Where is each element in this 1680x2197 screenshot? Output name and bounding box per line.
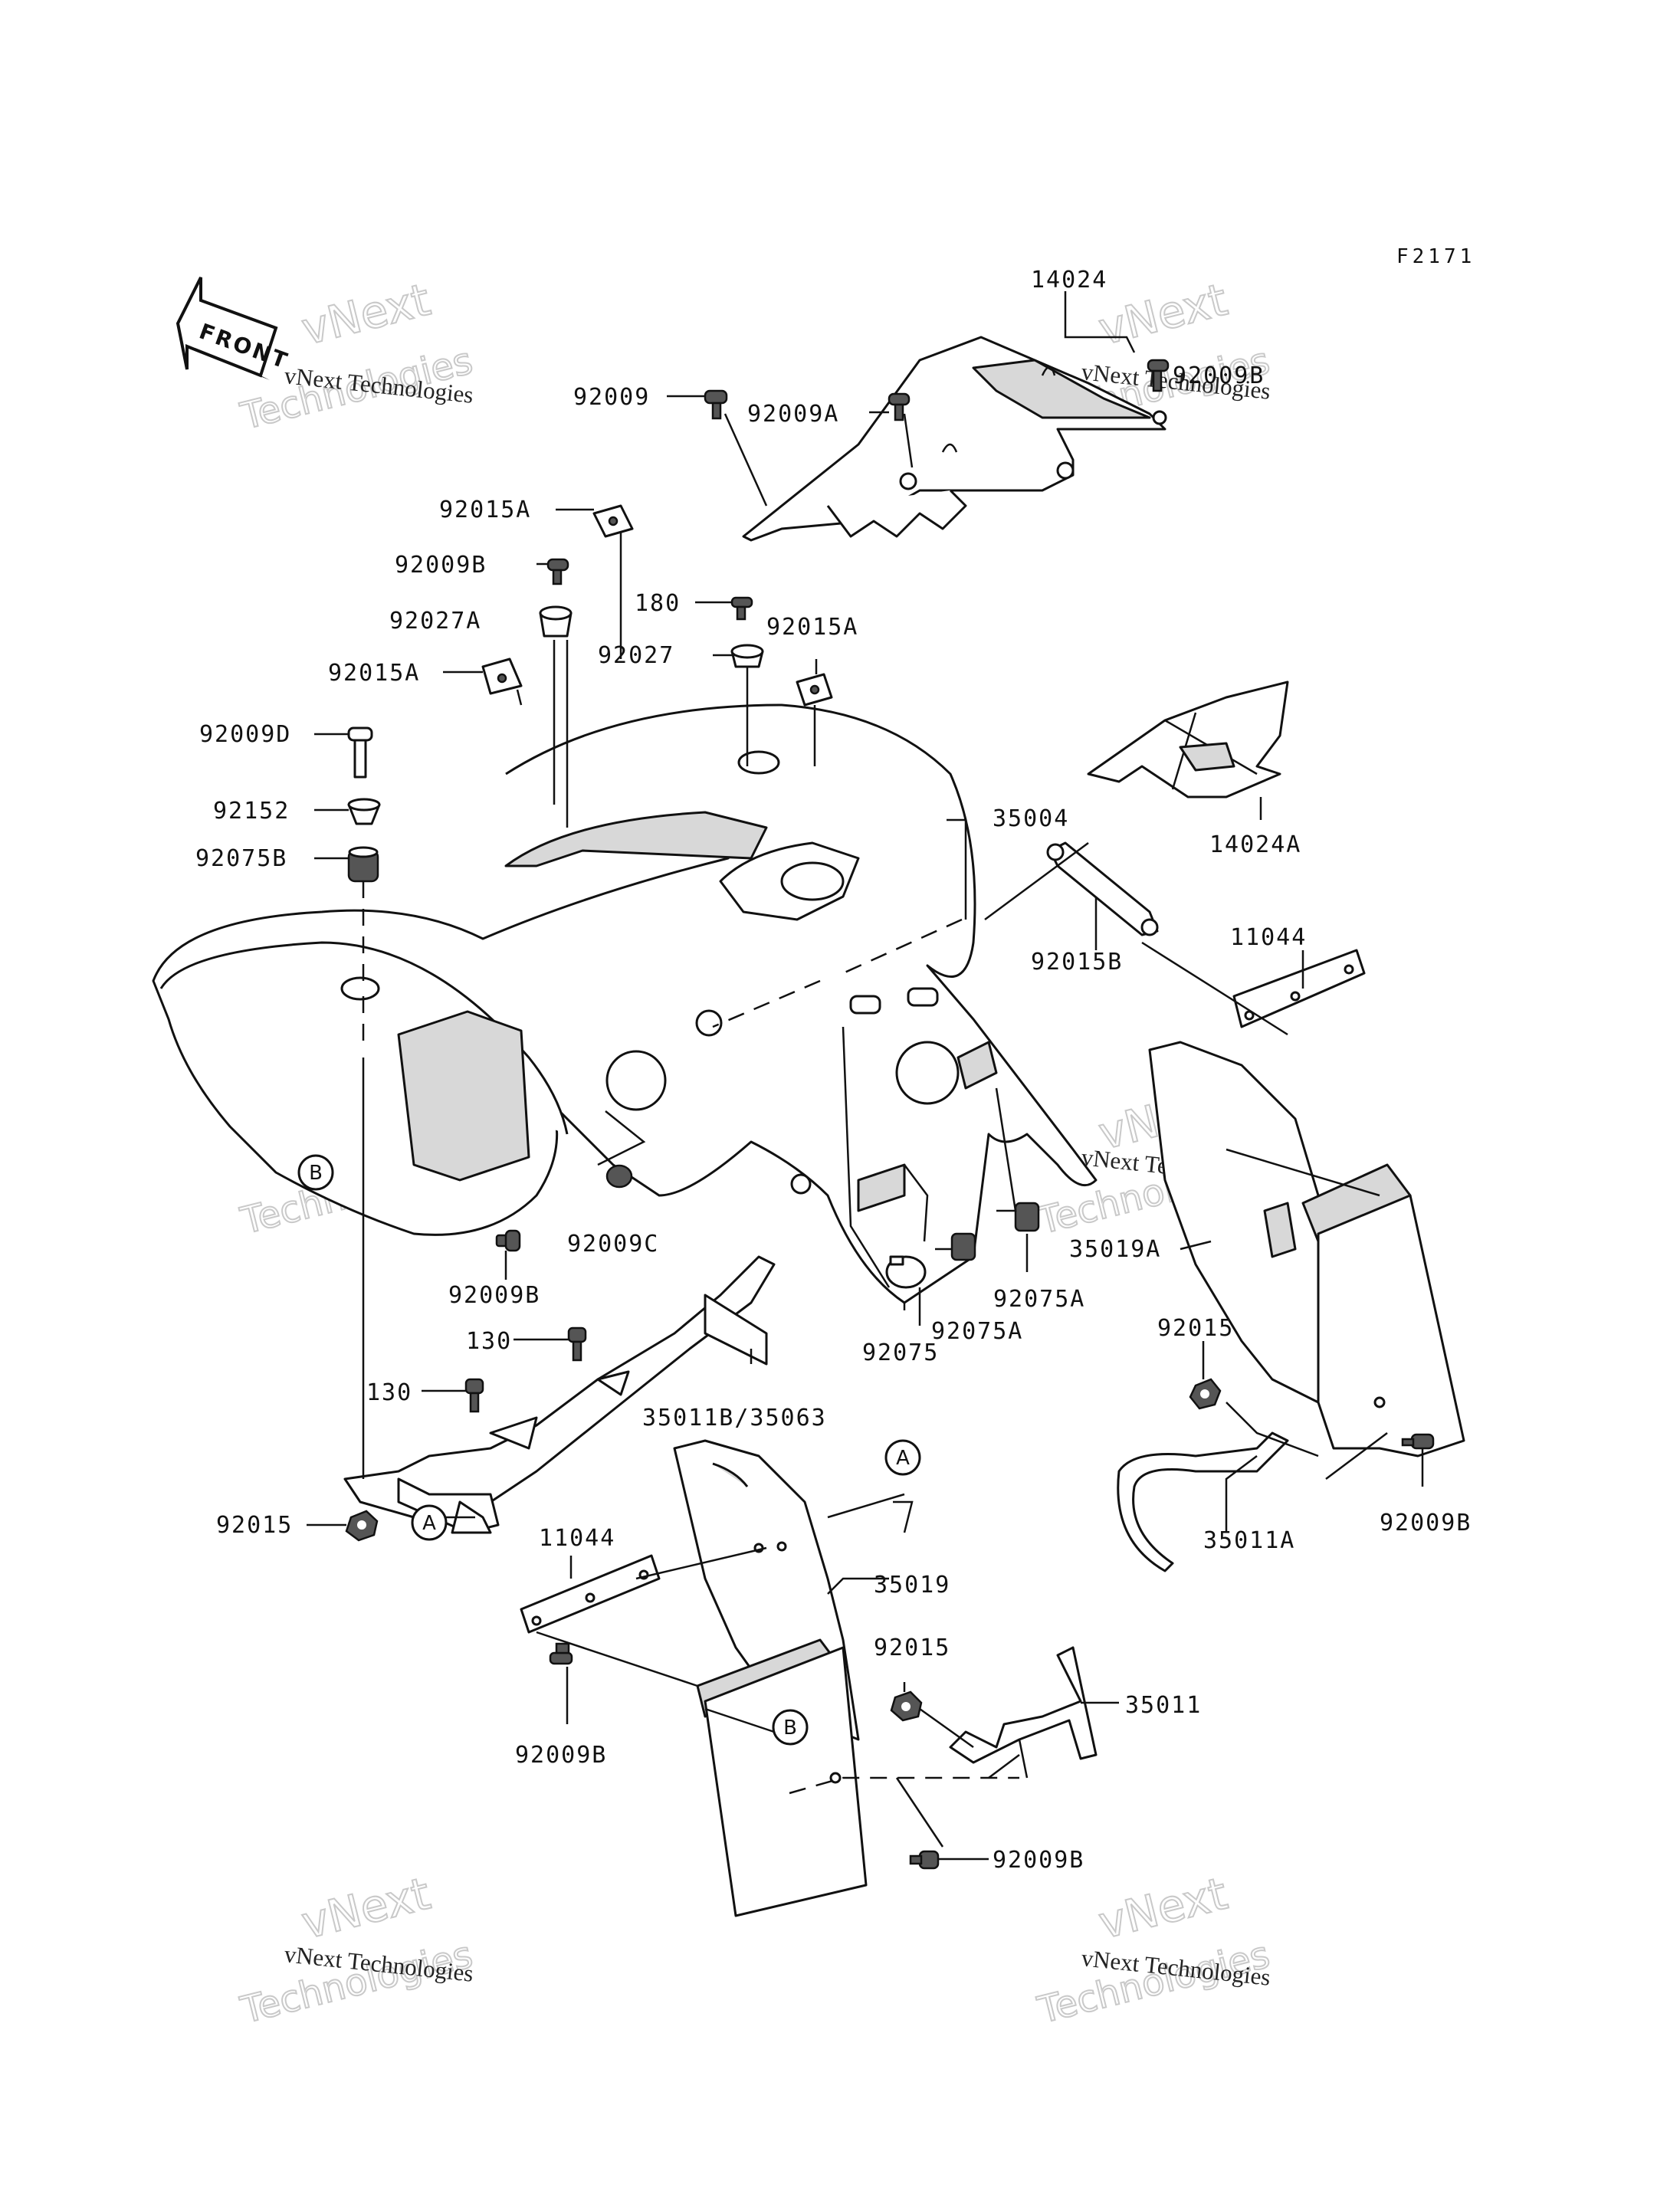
label-92015A-3: 92015A	[328, 660, 420, 687]
label-92027A: 92027A	[389, 608, 481, 635]
fastener-92015A-clip-3	[796, 673, 833, 707]
label-35019: 35019	[874, 1572, 950, 1599]
svg-text:vNext: vNext	[1094, 274, 1232, 356]
fastener-92015A-clip-1	[592, 504, 634, 538]
callout-marker-b-upper: B	[297, 1154, 334, 1191]
label-92009A: 92009A	[747, 401, 839, 428]
label-92075B: 92075B	[195, 845, 287, 872]
label-92009: 92009	[573, 384, 650, 411]
fastener-92009B-2	[546, 558, 569, 585]
svg-text:B: B	[309, 1162, 323, 1185]
label-92075: 92075	[862, 1340, 939, 1366]
label-92009D: 92009D	[199, 721, 291, 748]
svg-text:A: A	[896, 1447, 910, 1470]
part-14024-rear-cover	[742, 336, 1167, 542]
label-35011B-35063: 35011B/35063	[642, 1405, 827, 1431]
fastener-92075A-2	[1014, 1202, 1040, 1232]
label-130-1: 130	[466, 1328, 512, 1355]
fastener-92009B-top	[1147, 359, 1170, 392]
fastener-92009B-br	[909, 1850, 940, 1870]
fastener-92015-bottom-nut	[890, 1690, 923, 1722]
label-35004: 35004	[993, 805, 1069, 832]
fastener-180	[730, 596, 753, 621]
fastener-92152	[347, 798, 381, 825]
label-11044-right: 11044	[1230, 924, 1307, 951]
label-92015B: 92015B	[1031, 949, 1123, 976]
label-92015-left: 92015	[216, 1512, 293, 1539]
label-35019A: 35019A	[1069, 1236, 1161, 1263]
part-35011A-stay	[1117, 1431, 1289, 1572]
label-35011A: 35011A	[1203, 1527, 1295, 1554]
part-35019A-mudflap	[1148, 1041, 1465, 1458]
fastener-92075B	[347, 846, 379, 883]
label-92009B-2: 92009B	[395, 552, 487, 579]
callout-marker-a-lower: A	[411, 1504, 448, 1541]
watermark-bottom-right: vNext Technologies vNext Technologies	[1032, 1867, 1275, 2033]
label-92075A-2: 92075A	[993, 1286, 1085, 1313]
diagram-code: F2171	[1396, 245, 1475, 268]
part-14024A-bracket	[1087, 680, 1289, 798]
label-92009B-br: 92009B	[993, 1847, 1084, 1874]
svg-text:vNext: vNext	[1094, 1867, 1232, 1949]
fastener-92009D	[347, 726, 373, 779]
fastener-92015-left-nut	[345, 1510, 379, 1542]
label-92075A-1: 92075A	[931, 1318, 1023, 1345]
part-35019-mudflap	[673, 1439, 868, 1917]
label-92015A-1: 92015A	[439, 497, 531, 523]
label-92015-bottom: 92015	[874, 1635, 950, 1661]
fastener-92027A	[539, 605, 573, 638]
fastener-92075	[885, 1255, 927, 1289]
label-92027: 92027	[598, 642, 674, 669]
label-92009B-top: 92009B	[1173, 362, 1265, 389]
label-35011: 35011	[1125, 1692, 1202, 1719]
label-92015A-2: 92015A	[766, 614, 858, 641]
label-92009B-right: 92009B	[1380, 1510, 1472, 1536]
fastener-92015B-strap	[1046, 841, 1159, 936]
svg-text:vNext: vNext	[297, 1867, 435, 1949]
callout-marker-b-lower: B	[772, 1709, 809, 1746]
label-92015-right: 92015	[1157, 1315, 1234, 1342]
watermark-bottom-left: vNext Technologies vNext Technologies	[235, 1867, 477, 2033]
label-14024: 14024	[1031, 267, 1107, 293]
svg-text:A: A	[422, 1512, 436, 1535]
label-92009B-mid: 92009B	[448, 1282, 540, 1309]
label-14024A: 14024A	[1209, 831, 1301, 858]
label-11044-left: 11044	[539, 1525, 615, 1552]
svg-text:vNext: vNext	[297, 274, 435, 356]
part-35011-stay	[949, 1646, 1098, 1764]
label-180: 180	[635, 590, 681, 617]
fastener-92075A-1	[950, 1232, 976, 1261]
fastener-92015-right-nut	[1189, 1378, 1222, 1410]
svg-text:B: B	[783, 1717, 797, 1740]
label-92009B-bl: 92009B	[515, 1742, 607, 1769]
label-130-2: 130	[366, 1379, 412, 1406]
fastener-92015A-clip-2	[481, 657, 523, 695]
label-92009C: 92009C	[567, 1231, 659, 1258]
fastener-92009-top	[704, 389, 728, 420]
fastener-130-2	[464, 1378, 484, 1413]
fastener-92009B-bl	[549, 1642, 573, 1665]
fastener-92009C-grommet	[605, 1164, 633, 1189]
callout-marker-a-upper: A	[884, 1439, 921, 1476]
fastener-92027	[730, 644, 764, 668]
fastener-130-1	[567, 1326, 587, 1362]
label-92152: 92152	[213, 798, 290, 825]
front-arrow-icon: FRONT	[176, 277, 293, 380]
fastener-92009A	[888, 392, 911, 421]
part-11044-strip-left	[520, 1554, 661, 1634]
part-11044-strip-right	[1232, 949, 1366, 1028]
fastener-92009B-mid	[495, 1229, 521, 1252]
